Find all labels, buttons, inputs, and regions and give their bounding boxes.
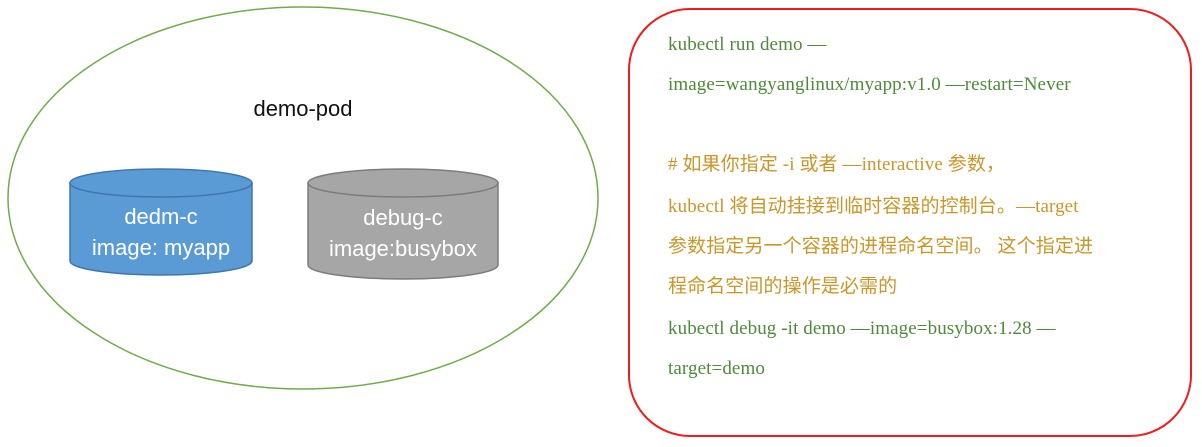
comment-line-1: # 如果你指定 -i 或者 —interactive 参数， <box>668 154 1006 175</box>
app-container-name: dedm-c <box>124 204 197 229</box>
debug-container-name: debug-c <box>363 205 443 230</box>
debug-container-top <box>307 168 499 198</box>
debug-command-line-2: target=demo <box>668 358 765 379</box>
debug-command-line-1: kubectl debug -it demo —image=busybox:1.… <box>668 318 1056 339</box>
command-box: kubectl run demo — image=wangyanglinux/m… <box>628 8 1192 437</box>
run-command-line-2: image=wangyanglinux/myapp:v1.0 —restart=… <box>668 74 1071 95</box>
app-container-top <box>69 168 253 198</box>
debug-container-body <box>307 182 499 280</box>
debug-container-image: image:busybox <box>329 236 477 261</box>
comment-line-4: 程命名空间的操作是必需的 <box>668 276 898 297</box>
pod-label: demo-pod <box>253 96 352 121</box>
app-container-image: image: myapp <box>92 235 230 260</box>
pod-ellipse <box>7 6 599 390</box>
debug-container-cylinder: debug-c image:busybox <box>307 168 499 280</box>
comment-line-3: 参数指定另一个容器的进程命名空间。 这个指定进 <box>668 236 1094 257</box>
run-command-line-1: kubectl run demo — <box>668 34 827 55</box>
app-container-cylinder: dedm-c image: myapp <box>69 168 253 276</box>
app-container-body <box>69 182 253 276</box>
comment-line-2: kubectl 将自动挂接到临时容器的控制台。—target <box>668 196 1079 217</box>
